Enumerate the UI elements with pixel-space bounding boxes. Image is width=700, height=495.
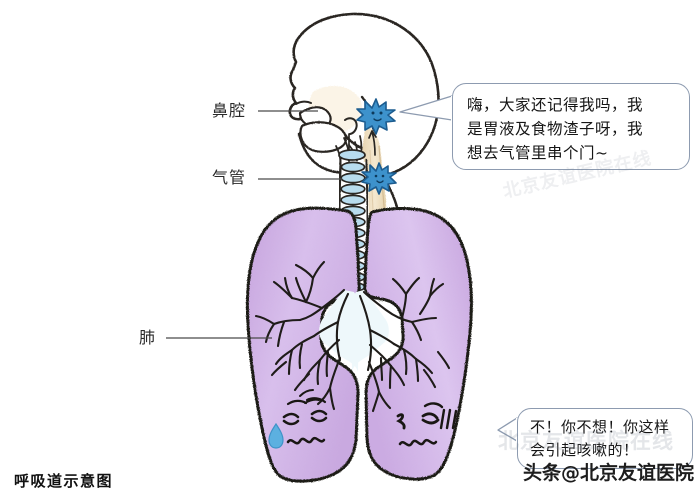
- label-nasal-cavity: 鼻腔: [212, 101, 247, 120]
- hatch-1: [439, 408, 446, 430]
- stomach-acid-star-lower: [361, 162, 397, 195]
- soft-palate: [344, 117, 358, 135]
- tail-bottom-bubble: [497, 417, 518, 442]
- bronchi-main: [319, 290, 359, 372]
- label-lung: 肺: [139, 328, 157, 347]
- teardrop: [268, 422, 284, 449]
- head-profile-group: [288, 12, 440, 214]
- stomach-acid-star-upper: [356, 98, 396, 135]
- right-lung-face: [396, 402, 458, 447]
- right-eye-squint: [310, 409, 328, 416]
- food-bolus: [338, 149, 366, 161]
- figure-caption: 呼吸道示意图: [14, 472, 114, 490]
- wavy-mouth: [286, 436, 326, 445]
- speech-bubble-lung-reply: 不！你不想！你这样 会引起咳嗽的！: [517, 408, 693, 469]
- hatch-2: [445, 408, 452, 430]
- eye-right-angry: [421, 412, 439, 420]
- eyebrow-right: [305, 397, 327, 404]
- left-eye-squint-2: [282, 419, 300, 426]
- brow-right: [423, 402, 444, 409]
- eye-left-angry: [396, 413, 406, 430]
- watermark-toutiao-account: 头条@北京友谊医院: [523, 462, 695, 484]
- leader-lines: [166, 110, 342, 339]
- worry-line-2: [304, 398, 320, 404]
- left-eye-squint: [282, 412, 300, 419]
- lungs-group: [245, 206, 473, 483]
- wavy-mouth-right: [398, 438, 438, 447]
- eye-right-angry-2: [421, 418, 440, 425]
- stomach-acid-characters: [338, 98, 397, 195]
- nostril-line: [295, 100, 312, 105]
- right-eye-squint-2: [310, 416, 328, 423]
- speech-bubble-stomach-acid: 嗨，大家还记得我吗，我 是胃液及食物渣子呀，我 想去气管里串个门~: [452, 83, 690, 170]
- label-trachea: 气管: [212, 168, 247, 187]
- bronchial-tree: [254, 260, 451, 413]
- hatch-3: [451, 409, 458, 430]
- worry-line-1: [299, 389, 314, 397]
- tongue-outline: [299, 121, 348, 153]
- left-lung-face: [282, 389, 328, 445]
